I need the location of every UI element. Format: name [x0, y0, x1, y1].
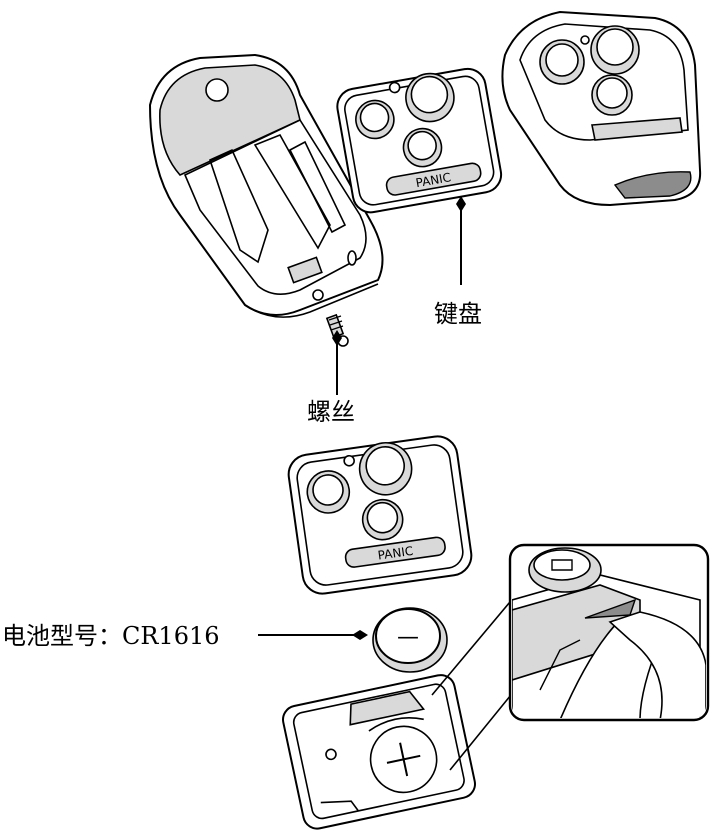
- battery-cr1616: —: [372, 607, 448, 673]
- screw-leader-marker: [332, 330, 342, 346]
- remote-assembled: [501, 10, 702, 207]
- screw-label: 螺丝: [307, 398, 355, 426]
- keypad-leader-marker: [456, 196, 466, 212]
- inset-connector-top: [431, 589, 521, 696]
- battery-leader-marker: [352, 630, 368, 640]
- keypad-middle: PANIC: [287, 435, 473, 595]
- keypad-label: 键盘: [434, 300, 482, 328]
- battery-holder-case: [282, 674, 476, 830]
- keypad-top-panic-text: PANIC: [415, 170, 452, 190]
- inset-connector-bottom: [449, 689, 516, 771]
- keypad-middle-panic-text: PANIC: [377, 544, 414, 563]
- remote-housing-open: [148, 53, 384, 318]
- detail-inset: [508, 543, 710, 722]
- battery-minus-symbol: —: [397, 625, 419, 650]
- keypad-top: PANIC: [336, 67, 503, 214]
- battery-label: 电池型号：CR1616: [2, 622, 220, 650]
